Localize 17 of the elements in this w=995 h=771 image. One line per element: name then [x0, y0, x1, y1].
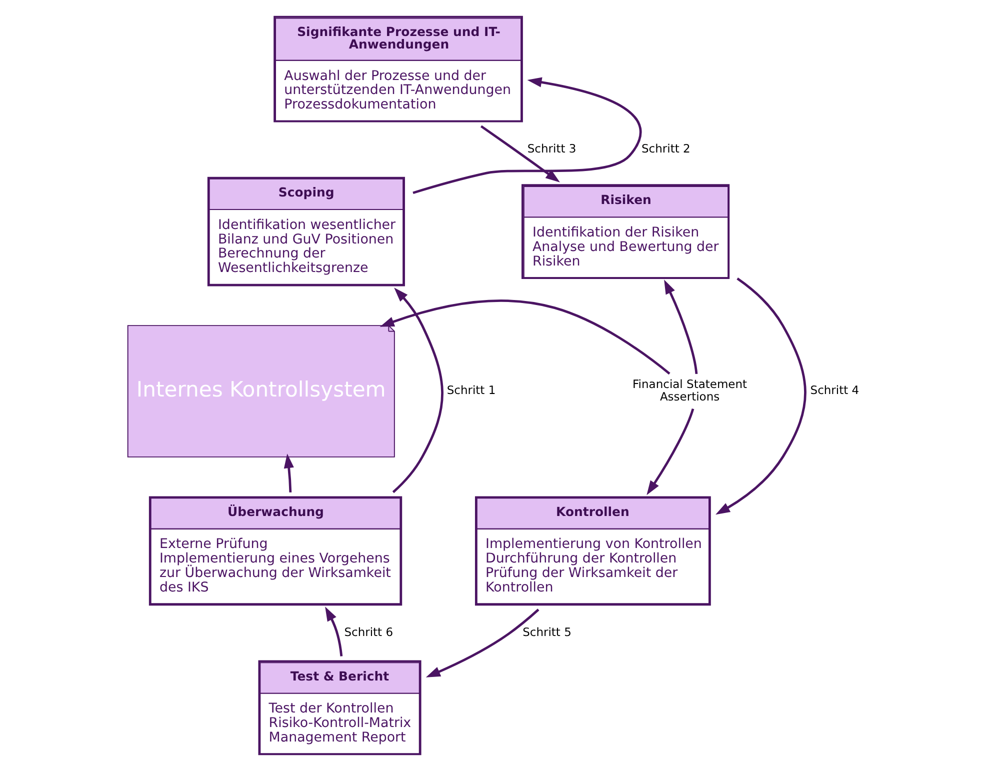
edge-label: Schritt 4	[810, 383, 859, 398]
edge-label: Schritt 1	[446, 383, 496, 398]
arrow	[412, 77, 641, 194]
arrow	[324, 606, 342, 656]
arrow	[646, 408, 694, 496]
arrow	[715, 278, 806, 515]
edge-label: Schritt 6	[344, 624, 393, 639]
arrow	[392, 288, 443, 494]
edge-label: Schritt 3	[526, 142, 576, 156]
node-text: Financial Statement Assertions	[632, 376, 747, 404]
arrow	[425, 608, 539, 678]
edge-label: Schritt 2	[640, 142, 690, 156]
arrow	[283, 454, 294, 492]
arrow	[379, 300, 670, 375]
arrow	[664, 280, 698, 374]
arrow	[480, 125, 560, 182]
edge-label: Schritt 5	[522, 624, 571, 639]
